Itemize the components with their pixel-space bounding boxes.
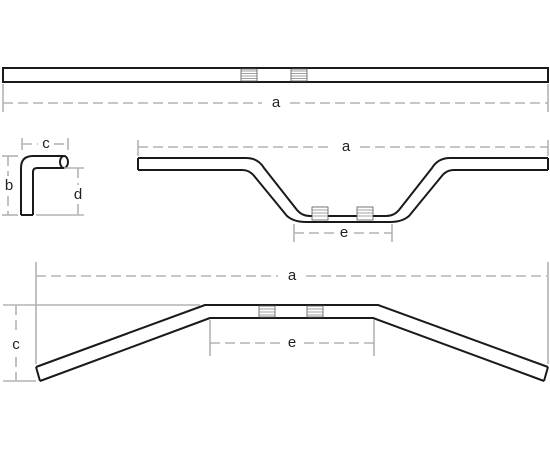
dimension-b-end-label: b [5, 177, 13, 194]
dimension-b-end: b [2, 155, 18, 216]
dimension-d-end-label: d [74, 186, 82, 203]
end-view: c b d [2, 135, 84, 216]
front-view: a e [137, 138, 549, 242]
rear-view-knurl-right [306, 305, 324, 318]
dimension-c-end: c [21, 135, 69, 152]
top-view-knurl-left [240, 68, 258, 82]
dimension-a-rear: a [35, 262, 549, 364]
top-view-bar [2, 67, 549, 83]
dimension-a-front-label: a [342, 138, 351, 155]
dimension-c-end-label: c [42, 135, 50, 152]
end-view-bar-end [59, 155, 69, 169]
rear-view: a c e [3, 262, 549, 382]
top-view-knurl-right [290, 68, 308, 82]
front-view-knurl-right [356, 206, 374, 221]
dimension-d-end: d [36, 167, 84, 216]
dimension-a-rear-label: a [288, 267, 297, 284]
dimension-a-top: a [2, 84, 549, 112]
end-view-bar [20, 155, 64, 215]
dimension-e-rear: e [209, 320, 375, 356]
dimension-a-front: a [137, 138, 549, 156]
dimension-c-rear-label: c [12, 336, 20, 353]
dimension-e-rear-label: e [288, 334, 296, 351]
dimension-c-rear: c [3, 304, 200, 382]
front-view-knurl-left [311, 206, 329, 221]
dimension-a-top-label: a [272, 94, 281, 111]
front-view-bar [138, 157, 548, 223]
rear-view-bar [35, 304, 549, 382]
dimension-e-front: e [293, 224, 393, 242]
dimension-e-front-label: e [340, 224, 348, 241]
rear-view-knurl-left [258, 305, 276, 318]
top-view: a [2, 67, 549, 112]
